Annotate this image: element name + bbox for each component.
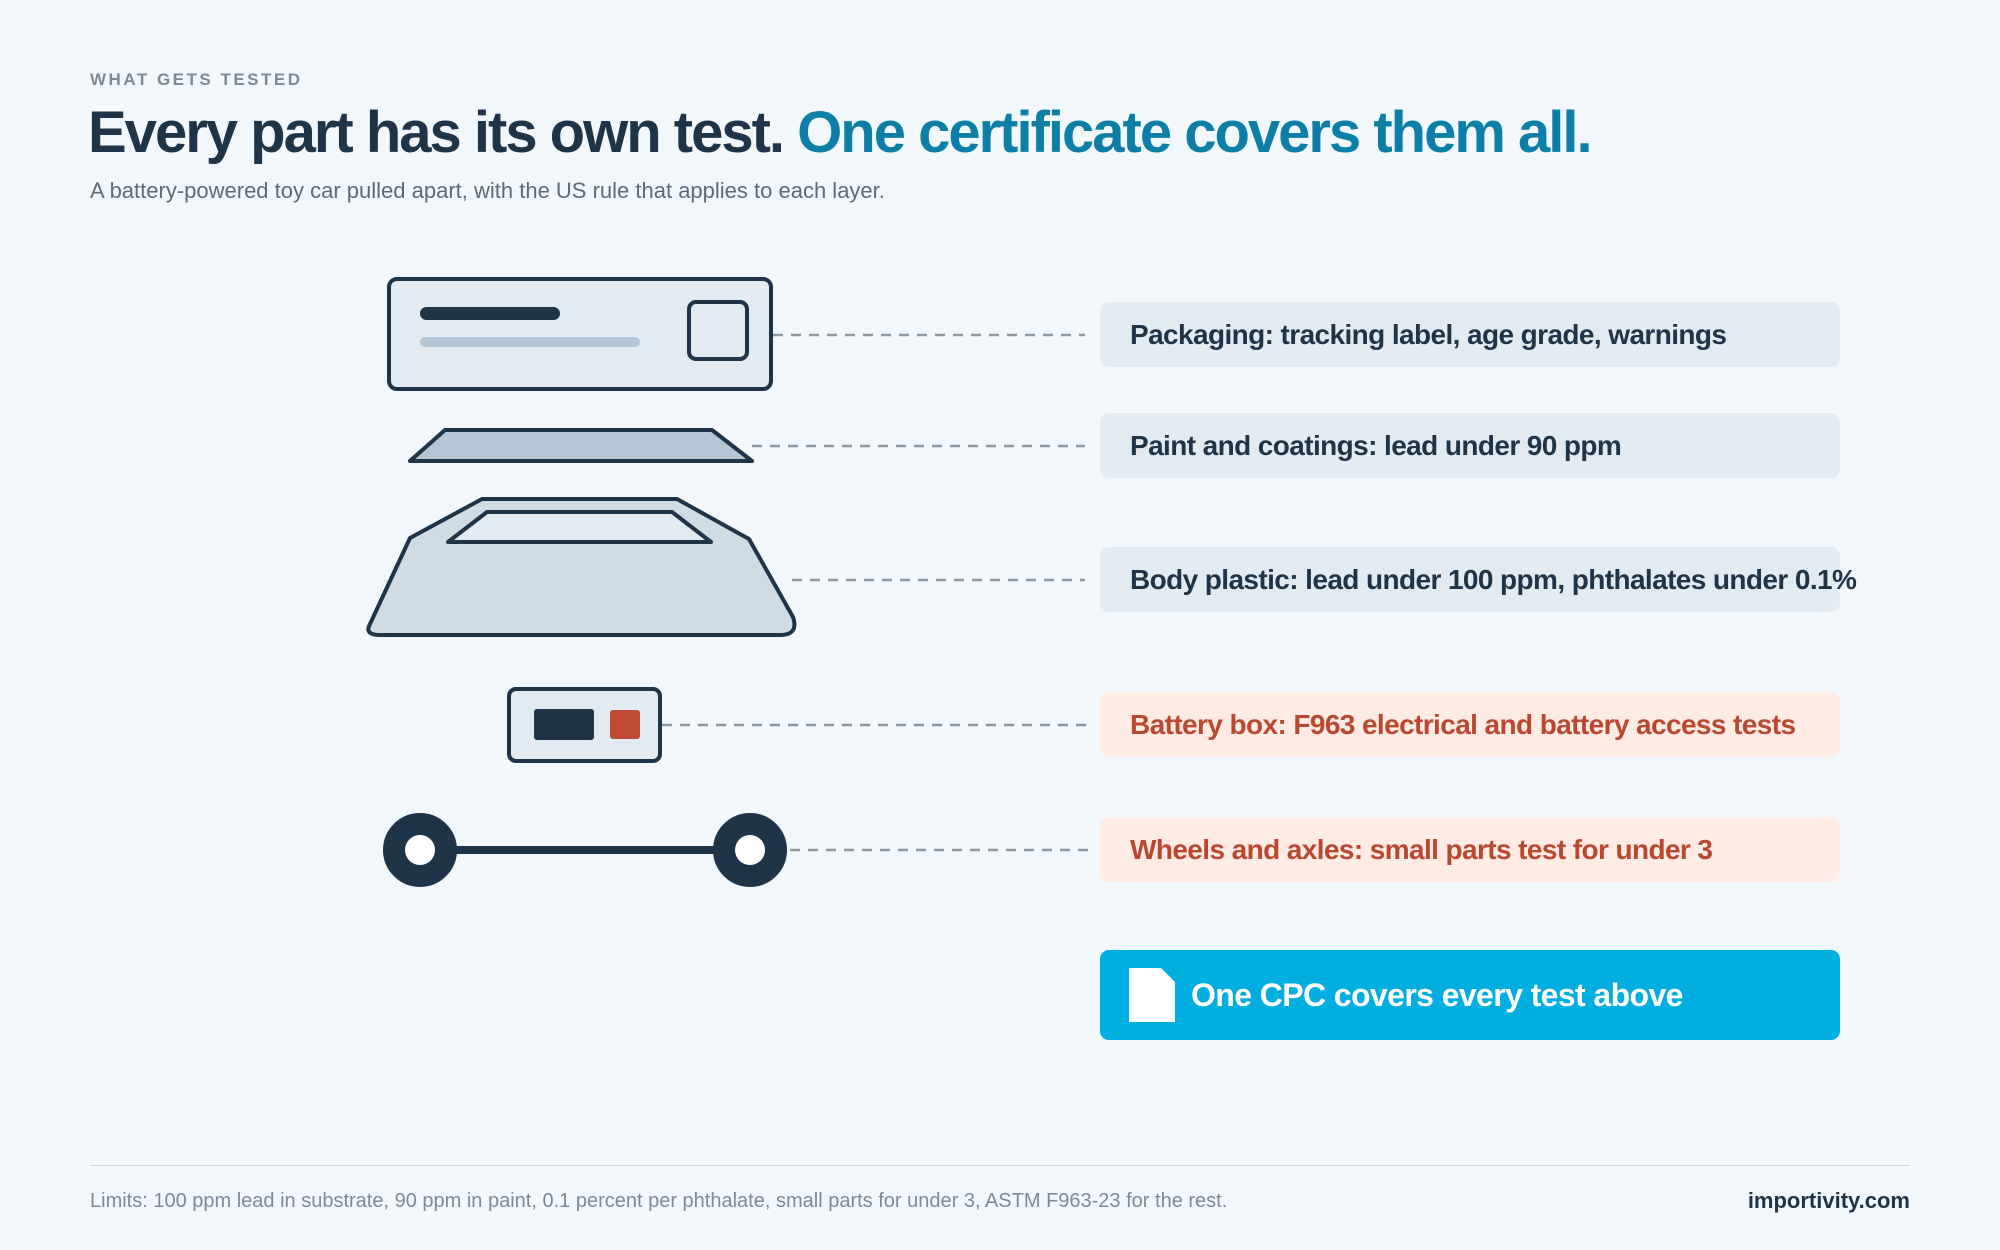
label-battery: Battery box: F963 electrical and battery… xyxy=(1100,692,1840,757)
headline: Every part has its own test. One certifi… xyxy=(88,98,1593,168)
headline-accent: One certificate covers them all. xyxy=(797,100,1592,165)
battery-box-icon xyxy=(507,687,662,763)
car-body-icon xyxy=(366,497,797,637)
paint-layer-icon xyxy=(408,428,754,463)
label-wheels: Wheels and axles: small parts test for u… xyxy=(1100,817,1840,882)
footer-divider xyxy=(90,1165,1910,1166)
footer-note: Limits: 100 ppm lead in substrate, 90 pp… xyxy=(90,1190,1228,1212)
leader-lines xyxy=(662,333,1089,852)
label-paint: Paint and coatings: lead under 90 ppm xyxy=(1100,413,1840,478)
eyebrow-label: WHAT GETS TESTED xyxy=(90,70,303,89)
brand-logo: importivity.com xyxy=(1747,1188,1910,1213)
label-body: Body plastic: lead under 100 ppm, phthal… xyxy=(1100,547,1857,612)
document-icon xyxy=(1129,968,1175,1022)
label-packaging: Packaging: tracking label, age grade, wa… xyxy=(1100,302,1840,367)
headline-dark: Every part has its own test. xyxy=(88,100,785,165)
wheels-axle-icon xyxy=(383,813,787,887)
package-icon xyxy=(387,277,773,391)
cpc-callout: One CPC covers every test above xyxy=(1100,950,1840,1040)
cpc-label: One CPC covers every test above xyxy=(1191,976,1683,1013)
subtitle: A battery-powered toy car pulled apart, … xyxy=(90,178,885,203)
